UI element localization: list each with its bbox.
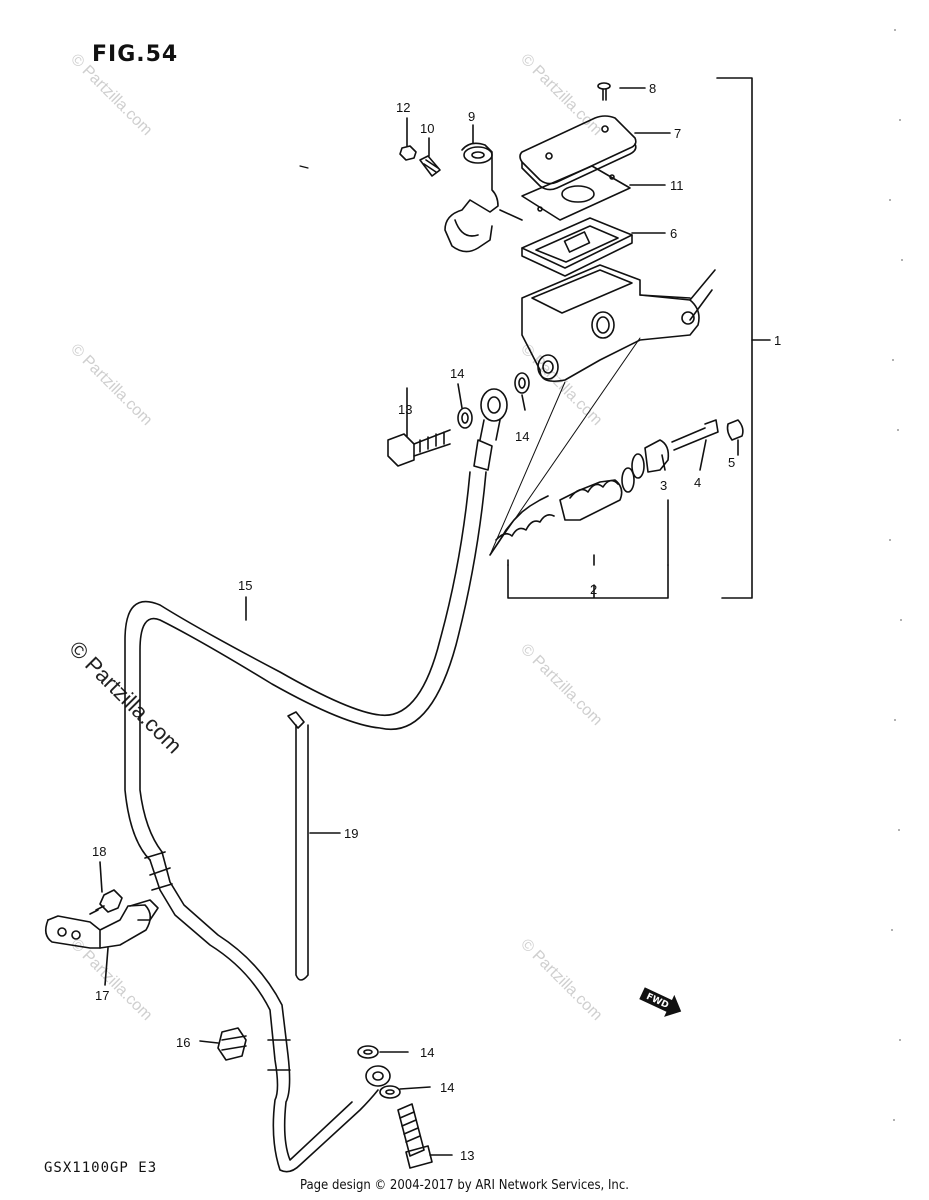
nut-icon: [399, 145, 417, 161]
screw-icon: [597, 82, 611, 101]
callout-15: 15: [238, 578, 252, 593]
callout-4: 4: [694, 475, 701, 490]
callout-1: 1: [774, 333, 781, 348]
fwd-arrow-icon: FWD: [639, 987, 682, 1017]
watermark: © Partzilla.com: [67, 341, 155, 429]
hose-fitting-bottom: [365, 1065, 391, 1087]
sealing-washer: [379, 1085, 401, 1099]
hose-fitting-top: [473, 388, 508, 471]
callout-14: 14: [515, 429, 529, 444]
assembly-bracket-2: [507, 554, 669, 599]
callout-7: 7: [674, 126, 681, 141]
banjo-bolt: [387, 429, 451, 467]
callout-14: 14: [420, 1045, 434, 1060]
watermark: © Partzilla.com: [517, 341, 605, 429]
callout-17: 17: [95, 988, 109, 1003]
reservoir-cap: [519, 115, 637, 191]
bolt-icon: [89, 889, 123, 915]
handlebar-clamp: [444, 142, 499, 253]
callout-9: 9: [468, 109, 475, 124]
grommet: [217, 1027, 247, 1061]
callout-13: 13: [460, 1148, 474, 1163]
hose-bracket: [44, 899, 159, 949]
fig-title: FIG.54: [92, 42, 179, 67]
watermark: © Partzilla.com: [517, 641, 605, 729]
callout-12: 12: [396, 100, 410, 115]
callout-19: 19: [344, 826, 358, 841]
rubber-diaphragm: [521, 217, 633, 277]
master-cylinder-body: [521, 264, 716, 383]
callout-11: 11: [670, 178, 684, 193]
clutch-hose: [124, 471, 471, 861]
callout-18: 18: [92, 844, 106, 859]
scan-noise: [889, 29, 903, 1121]
diaphragm-plate: [521, 165, 631, 221]
callout-3: 3: [660, 478, 667, 493]
callout-13: 13: [398, 402, 412, 417]
clutch-hose-lower: [149, 859, 379, 1173]
watermark: © Partzilla.com: [517, 51, 605, 139]
sealing-washer: [457, 407, 473, 429]
watermark: © Partzilla.com: [67, 936, 155, 1024]
callout-5: 5: [728, 455, 735, 470]
callout-6: 6: [670, 226, 677, 241]
sealing-washer: [357, 1045, 379, 1059]
banjo-bolt: [397, 1103, 433, 1169]
assembly-bracket-1: [716, 77, 753, 599]
model-code: GSX1100GP E3: [44, 1160, 158, 1176]
piston-assembly: [489, 419, 744, 556]
page-footer: Page design © 2004-2017 by ARI Network S…: [300, 1178, 629, 1193]
callout-10: 10: [420, 121, 434, 136]
bolt-icon: [419, 155, 441, 177]
watermark: © Partzilla.com: [67, 51, 155, 139]
sealing-washer: [514, 372, 530, 394]
callout-2: 2: [590, 582, 597, 597]
callout-14: 14: [440, 1080, 454, 1095]
callout-14: 14: [450, 366, 464, 381]
watermark: © Partzilla.com: [517, 936, 605, 1024]
callouts: 1 2 3 4 5 6 7 8 9 10 11 12 13 14 15 16 1…: [92, 81, 781, 1163]
callout-8: 8: [649, 81, 656, 96]
callout-16: 16: [176, 1035, 190, 1050]
cable-tie: [287, 711, 309, 981]
